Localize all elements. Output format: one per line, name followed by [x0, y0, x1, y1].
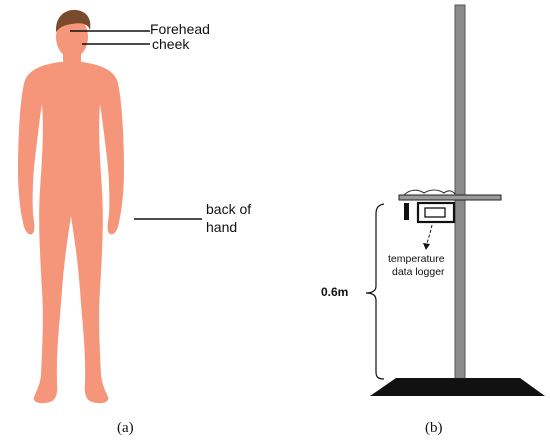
panel-a: Forehead cheek back of hand (a): [18, 9, 251, 436]
logger-label-line2: data logger: [392, 266, 445, 278]
vertical-pole: [454, 4, 466, 384]
height-label: 0.6m: [321, 285, 348, 299]
logger-arrowhead: [423, 243, 430, 250]
back-of-hand-label-line1: back of: [206, 201, 251, 217]
mount-clamp: [404, 203, 409, 220]
panel-b: temperature data logger 0.6m (b): [321, 4, 545, 436]
forehead-label: Forehead: [150, 21, 210, 37]
cheek-label: cheek: [152, 36, 190, 52]
human-body-silhouette: [18, 16, 124, 404]
logger-label-line1: temperature: [388, 253, 445, 265]
logger-pointer-arrow: [425, 224, 433, 247]
panel-a-caption: (a): [117, 420, 134, 436]
logger-cable: [403, 189, 456, 196]
temperature-data-logger: [416, 201, 456, 224]
back-of-hand-label-line2: hand: [206, 219, 237, 235]
height-bracket: [365, 203, 385, 380]
ground-base: [370, 378, 545, 396]
panel-b-caption: (b): [425, 420, 443, 436]
hair: [56, 9, 91, 32]
shelf-plate: [398, 194, 502, 201]
